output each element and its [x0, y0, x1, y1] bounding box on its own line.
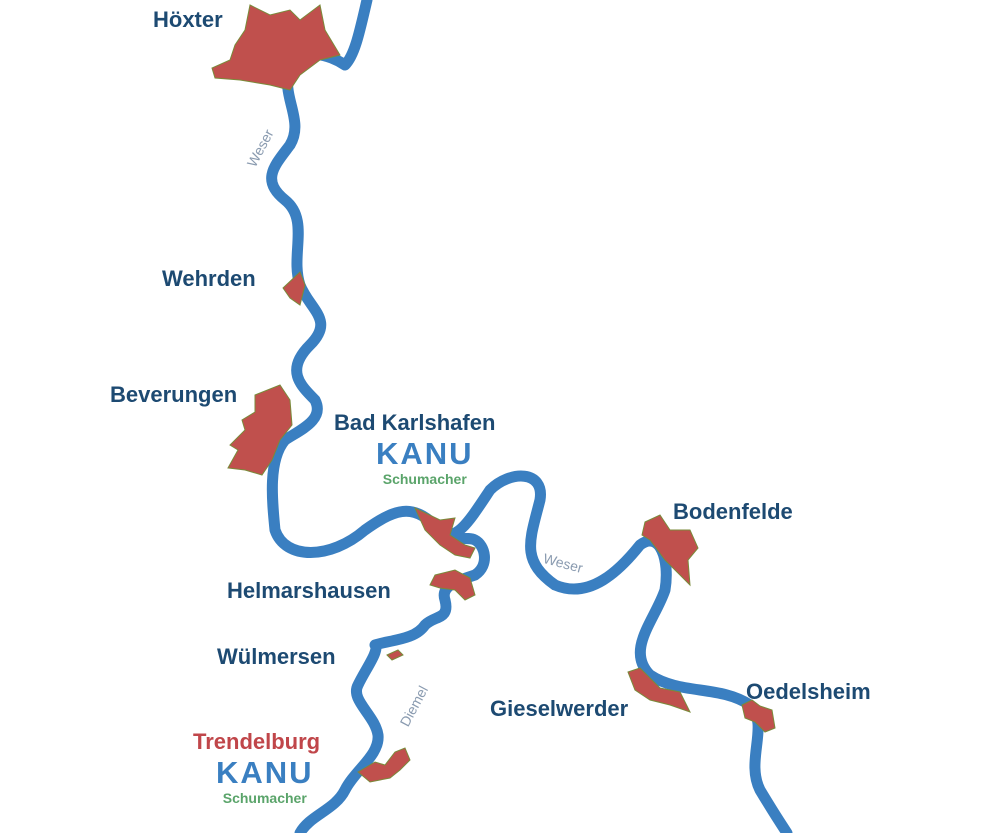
logo-subtitle: Schumacher [382, 471, 467, 487]
town-label-wehrden[interactable]: Wehrden [162, 266, 256, 291]
town-area-beverungen [227, 384, 293, 476]
town-label-bad-karlshafen[interactable]: Bad Karlshafen [334, 410, 496, 435]
town-area-bodenfelde [641, 514, 699, 587]
town-area-trendelburg [357, 747, 411, 783]
kanu-logo-bad-karlshafen[interactable]: KANU Schumacher [376, 437, 474, 488]
diemel-river [294, 524, 490, 833]
kanu-logo-trendelburg[interactable]: KANU Schumacher [216, 756, 314, 807]
town-area-oedelsheim [741, 699, 776, 733]
town-label-helmarshausen[interactable]: Helmarshausen [227, 578, 391, 603]
town-label-bodenfelde[interactable]: Bodenfelde [673, 499, 793, 524]
town-area-hoexter [211, 4, 341, 91]
town-label-gieselwerder[interactable]: Gieselwerder [490, 696, 629, 721]
weser-river [266, 0, 793, 833]
logo-title: KANU [376, 436, 474, 471]
town-label-wuelmersen[interactable]: Wülmersen [217, 644, 336, 669]
town-area-wehrden [282, 271, 306, 306]
town-label-trendelburg[interactable]: Trendelburg [193, 729, 321, 754]
town-label-oedelsheim[interactable]: Oedelsheim [746, 679, 871, 704]
logo-subtitle: Schumacher [222, 790, 307, 806]
town-area-gieselwerder [627, 667, 691, 713]
logo-title: KANU [216, 755, 314, 790]
town-area-wuelmersen [386, 649, 404, 661]
town-area-bad-karlshafen [413, 506, 476, 559]
town-label-hoexter[interactable]: Höxter [153, 7, 223, 32]
town-area-helmarshausen [429, 569, 476, 601]
town-label-beverungen[interactable]: Beverungen [110, 382, 238, 407]
